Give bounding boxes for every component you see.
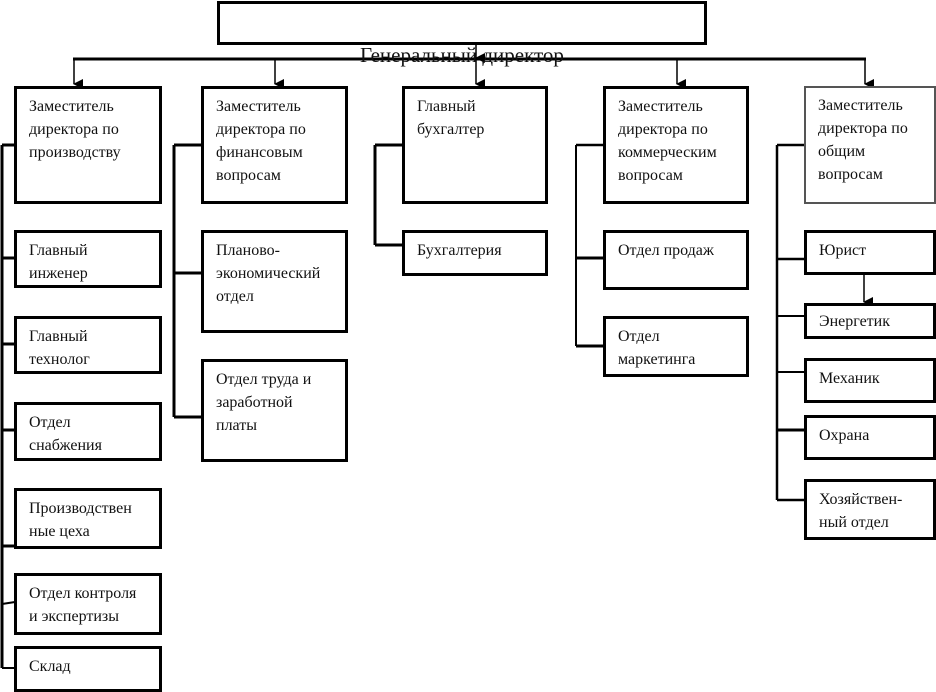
box-label: Заместитель директора по коммерческим во… [618,98,717,184]
box-label: Заместитель директора по общим вопросам [818,97,908,183]
box-label: Заместитель директора по производству [29,98,121,161]
col4-tree [575,143,604,348]
box-label: Главный технолог [29,328,90,368]
box-label: Отдел снабжения [29,414,102,454]
accounting-dept-box: Бухгалтерия [402,230,548,276]
box-label: Механик [819,370,880,387]
deputy-commercial-box: Заместитель директора по коммерческим во… [603,86,749,204]
marketing-dept-box: Отдел маркетинга [603,316,749,377]
box-label: Планово- экономический отдел [216,242,321,305]
labor-wages-dept-box: Отдел труда и заработной платы [201,359,348,462]
box-label: Отдел контроля и экспертизы [29,585,137,625]
box-label: Юрист [819,242,867,259]
security-box: Охрана [804,415,936,460]
general-director-box: Генеральный директор [217,1,707,67]
deputy-production-box: Заместитель директора по производству [14,86,162,204]
general-director-label: Генеральный директор [360,43,564,67]
box-label: Охрана [819,427,870,444]
production-shops-box: Производствен ные цеха [14,488,162,549]
household-dept-box: Хозяйствен- ный отдел [804,479,936,540]
box-label: Склад [29,658,71,675]
lawyer-box: Юрист [804,230,936,275]
col2-tree [172,143,202,419]
control-expertise-box: Отдел контроля и экспертизы [14,573,162,635]
box-label: Отдел продаж [618,242,714,259]
chief-technologist-box: Главный технолог [14,316,162,374]
mechanic-box: Механик [804,358,936,403]
box-label: Главный бухгалтер [417,98,485,138]
box-label: Производствен ные цеха [29,500,132,540]
power-engineer-box: Энергетик [804,303,936,339]
deputy-general-box: Заместитель директора по общим вопросам [804,86,936,204]
box-label: Отдел маркетинга [618,328,696,368]
col5-tree [775,143,806,502]
box-label: Хозяйствен- ный отдел [819,491,903,531]
box-label: Бухгалтерия [417,242,502,259]
chief-accountant-box: Главный бухгалтер [402,86,548,204]
box-label: Отдел труда и заработной платы [216,371,312,434]
box-label: Заместитель директора по финансовым вопр… [216,98,306,184]
deputy-finance-box: Заместитель директора по финансовым вопр… [201,86,348,204]
chief-engineer-box: Главный инженер [14,230,162,288]
warehouse-box: Склад [14,646,162,692]
col3-tree [373,143,403,247]
planning-economic-dept-box: Планово- экономический отдел [201,230,348,333]
supply-dept-box: Отдел снабжения [14,402,162,461]
sales-dept-box: Отдел продаж [603,230,749,290]
box-label: Энергетик [819,313,891,330]
box-label: Главный инженер [29,242,88,282]
